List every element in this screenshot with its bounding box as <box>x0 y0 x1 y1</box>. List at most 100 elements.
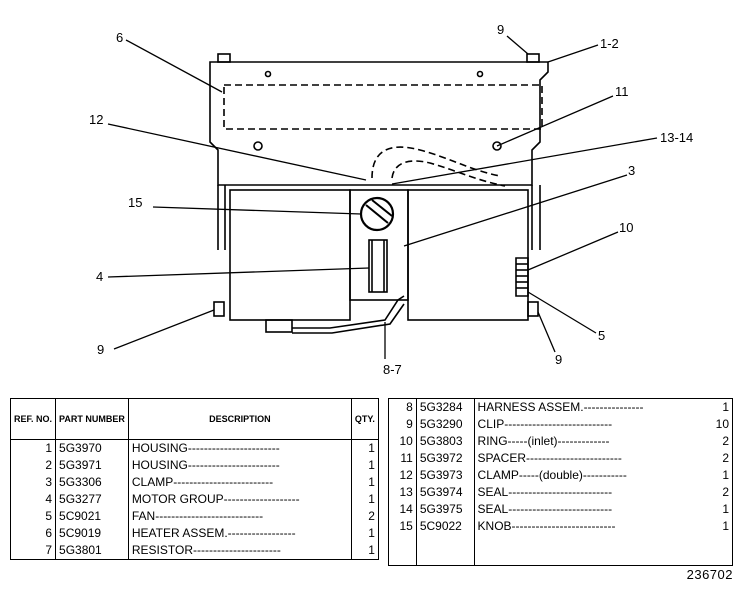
description-header: DESCRIPTION <box>128 398 352 440</box>
quantity: 1 <box>368 543 375 557</box>
top-tab-right <box>526 53 540 63</box>
table-row: 9 5G3290 CLIP---------------------------… <box>388 416 733 433</box>
part-number: 5G3971 <box>55 457 129 474</box>
callout-9-bottom: 9 <box>555 352 562 367</box>
callout-9-left: 9 <box>97 342 104 357</box>
callout-9-top: 9 <box>497 22 504 37</box>
table-spacer-row <box>388 535 733 566</box>
part-number-header: PART NUMBER <box>55 398 129 440</box>
right-fan-housing <box>407 189 529 321</box>
part-number: 5G3801 <box>55 542 129 560</box>
description: SPACER------------------------ <box>477 451 622 465</box>
callout-11: 11 <box>615 84 629 99</box>
description: MOTOR GROUP------------------- <box>128 491 352 508</box>
quantity: 1 <box>368 475 375 489</box>
description: RESISTOR---------------------- <box>128 542 352 560</box>
quantity: 10 <box>715 417 729 431</box>
ref-no: 5 <box>10 508 57 525</box>
description: CLAMP------------------------- <box>128 474 352 491</box>
description: HEATER ASSEM.----------------- <box>128 525 352 542</box>
quantity: 1 <box>722 400 729 414</box>
table-row: 8 5G3284 HARNESS ASSEM.--------------- 1 <box>388 398 733 416</box>
top-tab-left <box>217 53 231 63</box>
motor-shaft <box>368 239 388 293</box>
table-row: 13 5G3974 SEAL--------------------------… <box>388 484 733 501</box>
ref-no: 2 <box>10 457 57 474</box>
description: HOUSING----------------------- <box>128 457 352 474</box>
quantity: 1 <box>368 526 375 540</box>
callout-13-14: 13-14 <box>660 130 693 145</box>
empty-cell <box>474 535 707 566</box>
part-number: 5C9019 <box>55 525 129 542</box>
quantity: 1 <box>722 519 729 533</box>
table-row: 4 5G3277 MOTOR GROUP------------------- … <box>10 491 379 508</box>
description: SEAL-------------------------- <box>477 485 613 499</box>
callout-15: 15 <box>128 195 142 210</box>
quantity: 1 <box>722 502 729 516</box>
part-number: 5C9022 <box>416 518 475 535</box>
ref-no: 6 <box>10 525 57 542</box>
table-row: 15 5C9022 KNOB--------------------------… <box>388 518 733 535</box>
quantity: 2 <box>722 434 729 448</box>
part-number: 5C9021 <box>55 508 129 525</box>
empty-cell <box>416 535 475 566</box>
empty-cell <box>388 535 417 566</box>
callout-5: 5 <box>598 328 605 343</box>
table-header-row: REF. NO. PART NUMBER DESCRIPTION QTY. <box>10 398 379 440</box>
callout-8-7: 8-7 <box>383 362 402 377</box>
quantity: 1 <box>722 468 729 482</box>
heater-core <box>223 84 543 130</box>
description: SEAL-------------------------- <box>477 502 613 516</box>
heater-assembly-diagram: 6 9 1-2 11 12 13-14 3 15 10 4 5 9 8-7 9 <box>89 22 693 377</box>
description: KNOB-------------------------- <box>477 519 616 533</box>
part-number: 5G3974 <box>416 484 475 501</box>
part-number: 5G3306 <box>55 474 129 491</box>
left-fan-housing <box>229 189 351 321</box>
parts-table-left: REF. NO. PART NUMBER DESCRIPTION QTY. 1 … <box>10 398 379 560</box>
ref-no: 13 <box>388 484 417 501</box>
ref-no: 1 <box>10 439 57 457</box>
table-row: 1 5G3970 HOUSING----------------------- … <box>10 439 379 457</box>
top-housing <box>209 61 549 186</box>
callout-6: 6 <box>116 30 123 45</box>
callout-3: 3 <box>628 163 635 178</box>
callout-12: 12 <box>89 112 103 127</box>
ref-no: 11 <box>388 450 417 467</box>
quantity: 1 <box>368 492 375 506</box>
ref-no: 10 <box>388 433 417 450</box>
callout-1-2: 1-2 <box>600 36 619 51</box>
part-number: 5G3972 <box>416 450 475 467</box>
description: CLIP--------------------------- <box>477 417 613 431</box>
description: CLAMP-----(double)----------- <box>477 468 627 482</box>
table-row: 3 5G3306 CLAMP------------------------- … <box>10 474 379 491</box>
hose <box>371 146 501 179</box>
part-number: 5G3277 <box>55 491 129 508</box>
ref-no: 3 <box>10 474 57 491</box>
description: RING-----(inlet)------------- <box>477 434 610 448</box>
parts-table-right: 8 5G3284 HARNESS ASSEM.--------------- 1… <box>388 398 733 566</box>
table-row: 6 5C9019 HEATER ASSEM.----------------- … <box>10 525 379 542</box>
quantity: 2 <box>722 451 729 465</box>
description: HARNESS ASSEM.--------------- <box>477 400 644 414</box>
ref-no: 8 <box>388 398 417 416</box>
ref-no: 7 <box>10 542 57 560</box>
description: HOUSING----------------------- <box>128 439 352 457</box>
table-row: 5 5C9021 FAN--------------------------- … <box>10 508 379 525</box>
quantity: 2 <box>368 509 375 523</box>
quantity: 2 <box>722 485 729 499</box>
ref-no: 9 <box>388 416 417 433</box>
ref-no: 4 <box>10 491 57 508</box>
table-row: 11 5G3972 SPACER------------------------… <box>388 450 733 467</box>
ref-no-header: REF. NO. <box>10 398 57 440</box>
quantity: 1 <box>368 441 375 455</box>
table-row: 2 5G3971 HOUSING----------------------- … <box>10 457 379 474</box>
ref-no: 15 <box>388 518 417 535</box>
quantity: 1 <box>368 458 375 472</box>
table-row: 12 5G3973 CLAMP-----(double)----------- … <box>388 467 733 484</box>
ref-no: 14 <box>388 501 417 518</box>
callout-4: 4 <box>96 269 103 284</box>
ref-no: 12 <box>388 467 417 484</box>
table-row: 7 5G3801 RESISTOR---------------------- … <box>10 542 379 560</box>
part-number: 5G3975 <box>416 501 475 518</box>
description: FAN--------------------------- <box>128 508 352 525</box>
